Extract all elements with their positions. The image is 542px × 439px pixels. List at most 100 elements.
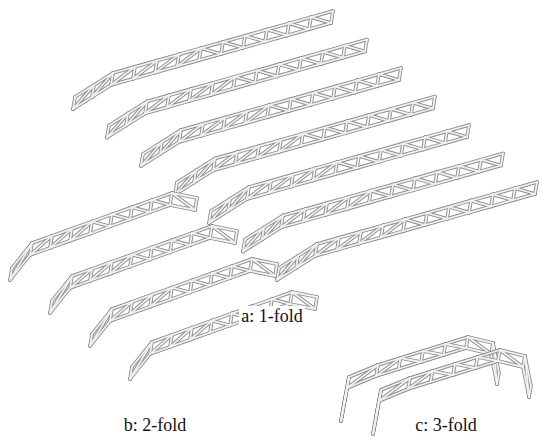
truss-member: [476, 361, 499, 368]
truss-member: [289, 23, 309, 29]
truss: [277, 182, 537, 280]
truss-member: [481, 160, 501, 166]
truss-member: [212, 266, 232, 273]
truss-member: [501, 154, 503, 166]
truss-member: [10, 243, 32, 280]
truss-member: [230, 271, 250, 278]
truss-member: [435, 172, 437, 184]
truss-member: [250, 259, 252, 271]
truss-member: [391, 109, 411, 115]
truss-member: [232, 266, 250, 271]
truss-member: [403, 144, 423, 150]
truss-member: [212, 321, 230, 326]
truss-member: [323, 52, 343, 58]
truss-member: [189, 83, 213, 101]
truss-member: [141, 142, 162, 166]
truss-member: [50, 229, 72, 248]
truss-member: [344, 377, 349, 405]
truss-member: [379, 156, 401, 162]
truss-member: [192, 273, 212, 280]
truss-member: [195, 198, 197, 210]
truss-member: [291, 168, 315, 186]
truss-member: [179, 124, 203, 142]
truss-member: [359, 156, 379, 162]
truss-member: [281, 209, 305, 227]
truss-member: [279, 58, 301, 64]
truss-member: [325, 121, 347, 127]
truss-member: [160, 130, 181, 154]
truss-member: [411, 103, 413, 115]
truss-member: [337, 232, 361, 250]
truss-member: [413, 97, 435, 103]
truss-member: [446, 337, 469, 344]
truss-member: [347, 191, 371, 209]
truss-member: [371, 191, 391, 197]
truss-member: [170, 292, 190, 299]
truss-member: [445, 137, 467, 143]
truss-member: [445, 131, 447, 143]
truss-member: [212, 273, 230, 278]
truss-member: [478, 357, 499, 361]
truss-member: [369, 115, 389, 121]
fold-caption: a: 1-fold: [239, 306, 304, 327]
truss-member: [269, 175, 293, 193]
truss-member: [337, 156, 359, 162]
truss-member: [379, 378, 410, 401]
truss-member: [303, 128, 325, 134]
truss-member: [515, 182, 537, 188]
truss-member: [437, 172, 457, 178]
truss-member: [296, 244, 317, 268]
truss-member: [433, 97, 435, 109]
truss-member: [232, 266, 250, 271]
truss-member: [403, 137, 425, 143]
truss-member: [201, 48, 221, 54]
truss-member: [90, 226, 110, 233]
truss-member: [235, 231, 237, 243]
truss-member: [110, 214, 112, 226]
truss-member: [70, 269, 92, 288]
truss-member: [393, 185, 413, 191]
truss-member: [381, 144, 403, 150]
truss-member: [359, 225, 383, 243]
truss-member: [309, 23, 331, 29]
truss-member: [255, 76, 277, 82]
truss-member: [132, 200, 152, 207]
truss-member: [257, 71, 277, 77]
truss-member: [369, 109, 391, 115]
truss-member: [345, 46, 365, 52]
truss: [107, 40, 367, 138]
truss-member: [455, 364, 476, 368]
truss-member: [313, 87, 335, 93]
truss-member: [427, 207, 449, 213]
truss-member: [467, 125, 469, 137]
truss-member: [391, 190, 413, 196]
truss-member: [272, 299, 290, 304]
truss-member: [413, 178, 415, 190]
truss-member: [269, 105, 289, 111]
truss-member: [243, 42, 265, 48]
truss-member: [337, 232, 361, 250]
truss-member: [411, 109, 433, 115]
truss-member: [413, 184, 435, 190]
truss-member: [478, 350, 501, 357]
truss-member: [172, 233, 192, 240]
truss-member: [365, 40, 367, 52]
truss-member: [335, 162, 337, 174]
truss-member: [257, 64, 279, 70]
truss-member: [377, 80, 399, 86]
truss: [50, 226, 237, 313]
truss-member: [433, 371, 454, 375]
truss-member: [303, 128, 325, 134]
truss-member: [498, 350, 500, 361]
truss-member: [515, 188, 535, 194]
truss-member: [265, 30, 267, 42]
truss-member: [291, 99, 311, 105]
truss-member: [243, 228, 264, 252]
truss-member: [411, 109, 433, 115]
truss-member: [233, 83, 255, 89]
truss-member: [447, 213, 469, 219]
truss-member: [365, 40, 367, 52]
truss-member: [155, 54, 179, 72]
truss-member: [478, 350, 501, 357]
truss-member: [255, 71, 257, 83]
